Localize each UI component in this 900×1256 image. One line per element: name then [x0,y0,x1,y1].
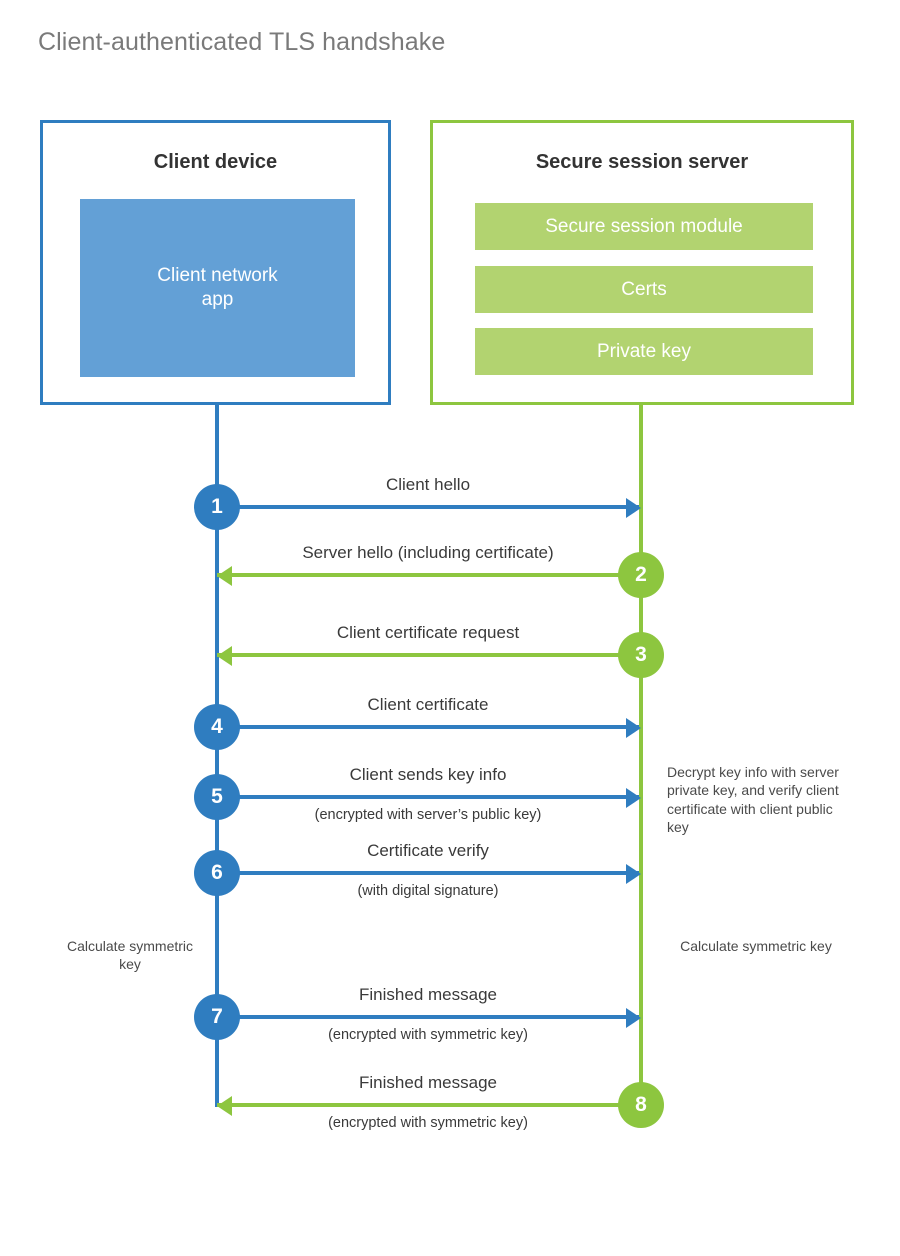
message-label-6: Certificate verify [367,841,489,860]
note-client-calculate-symmetric-key: Calculate symmetric key [66,938,194,973]
message-label-8: Finished message [359,1073,497,1092]
step-number-5: 5 [211,785,223,808]
server-block-secure-session-module: Secure session module [475,203,813,250]
step-badge-5[interactable]: 5 [194,774,240,820]
step-number-2: 2 [635,563,647,586]
step-number-1: 1 [211,495,223,518]
step-badge-2[interactable]: 2 [618,552,664,598]
arrow-head-left-3 [217,646,232,666]
message-sublabel-8: (encrypted with symmetric key) [328,1115,528,1131]
server-lifeline [639,405,643,1107]
client-network-app-label: Client network app [157,264,277,312]
message-line-6 [217,871,639,875]
client-app-line-2: app [201,289,234,310]
message-line-8 [217,1103,639,1107]
message-line-7 [217,1015,639,1019]
message-label-4: Client certificate [367,695,489,714]
step-number-4: 4 [211,715,223,738]
message-label-3: Client certificate request [336,623,520,642]
message-line-1 [217,505,639,509]
step-number-6: 6 [211,861,223,884]
message-sublabel-6: (with digital signature) [357,883,499,899]
message-sublabel-7: (encrypted with symmetric key) [328,1027,528,1043]
page-title: Client-authenticated TLS handshake [38,28,446,56]
server-block-certs: Certs [475,266,813,313]
arrow-head-right-6 [626,864,641,884]
step-badge-1[interactable]: 1 [194,484,240,530]
client-lifeline [215,405,219,1107]
step-badge-6[interactable]: 6 [194,850,240,896]
secure-session-server-title: Secure session server [535,151,749,173]
arrow-head-right-1 [626,498,641,518]
server-block-private-key: Private key [475,328,813,375]
step-badge-4[interactable]: 4 [194,704,240,750]
note-server-calculate-symmetric-key: Calculate symmetric key [680,938,832,954]
client-app-line-1: Client network [157,265,278,287]
step-badge-7[interactable]: 7 [194,994,240,1040]
step-number-3: 3 [635,643,647,666]
message-line-5 [217,795,639,799]
step-number-7: 7 [211,1005,223,1028]
secure-session-server-box: Secure session server Secure session mod… [430,120,854,405]
client-device-box: Client device Client network app [40,120,391,405]
arrow-head-left-2 [217,566,232,586]
message-line-4 [217,725,639,729]
step-badge-3[interactable]: 3 [618,632,664,678]
client-network-app-block: Client network app [80,199,355,377]
arrow-head-right-4 [626,718,641,738]
note-server-decrypt: Decrypt key info with server private key… [667,764,839,836]
arrow-head-left-8 [217,1096,232,1116]
message-sublabel-5: (encrypted with server’s public key) [314,807,542,823]
message-line-3 [217,653,639,657]
step-number-8: 8 [635,1093,647,1116]
message-line-2 [217,573,639,577]
message-label-5: Client sends key info [349,765,507,784]
arrow-head-right-5 [626,788,641,808]
step-badge-8[interactable]: 8 [618,1082,664,1128]
message-label-7: Finished message [359,985,497,1004]
client-device-title: Client device [153,151,278,173]
message-label-1: Client hello [385,475,471,494]
message-label-2: Server hello (including certificate) [302,543,554,562]
arrow-head-right-7 [626,1008,641,1028]
